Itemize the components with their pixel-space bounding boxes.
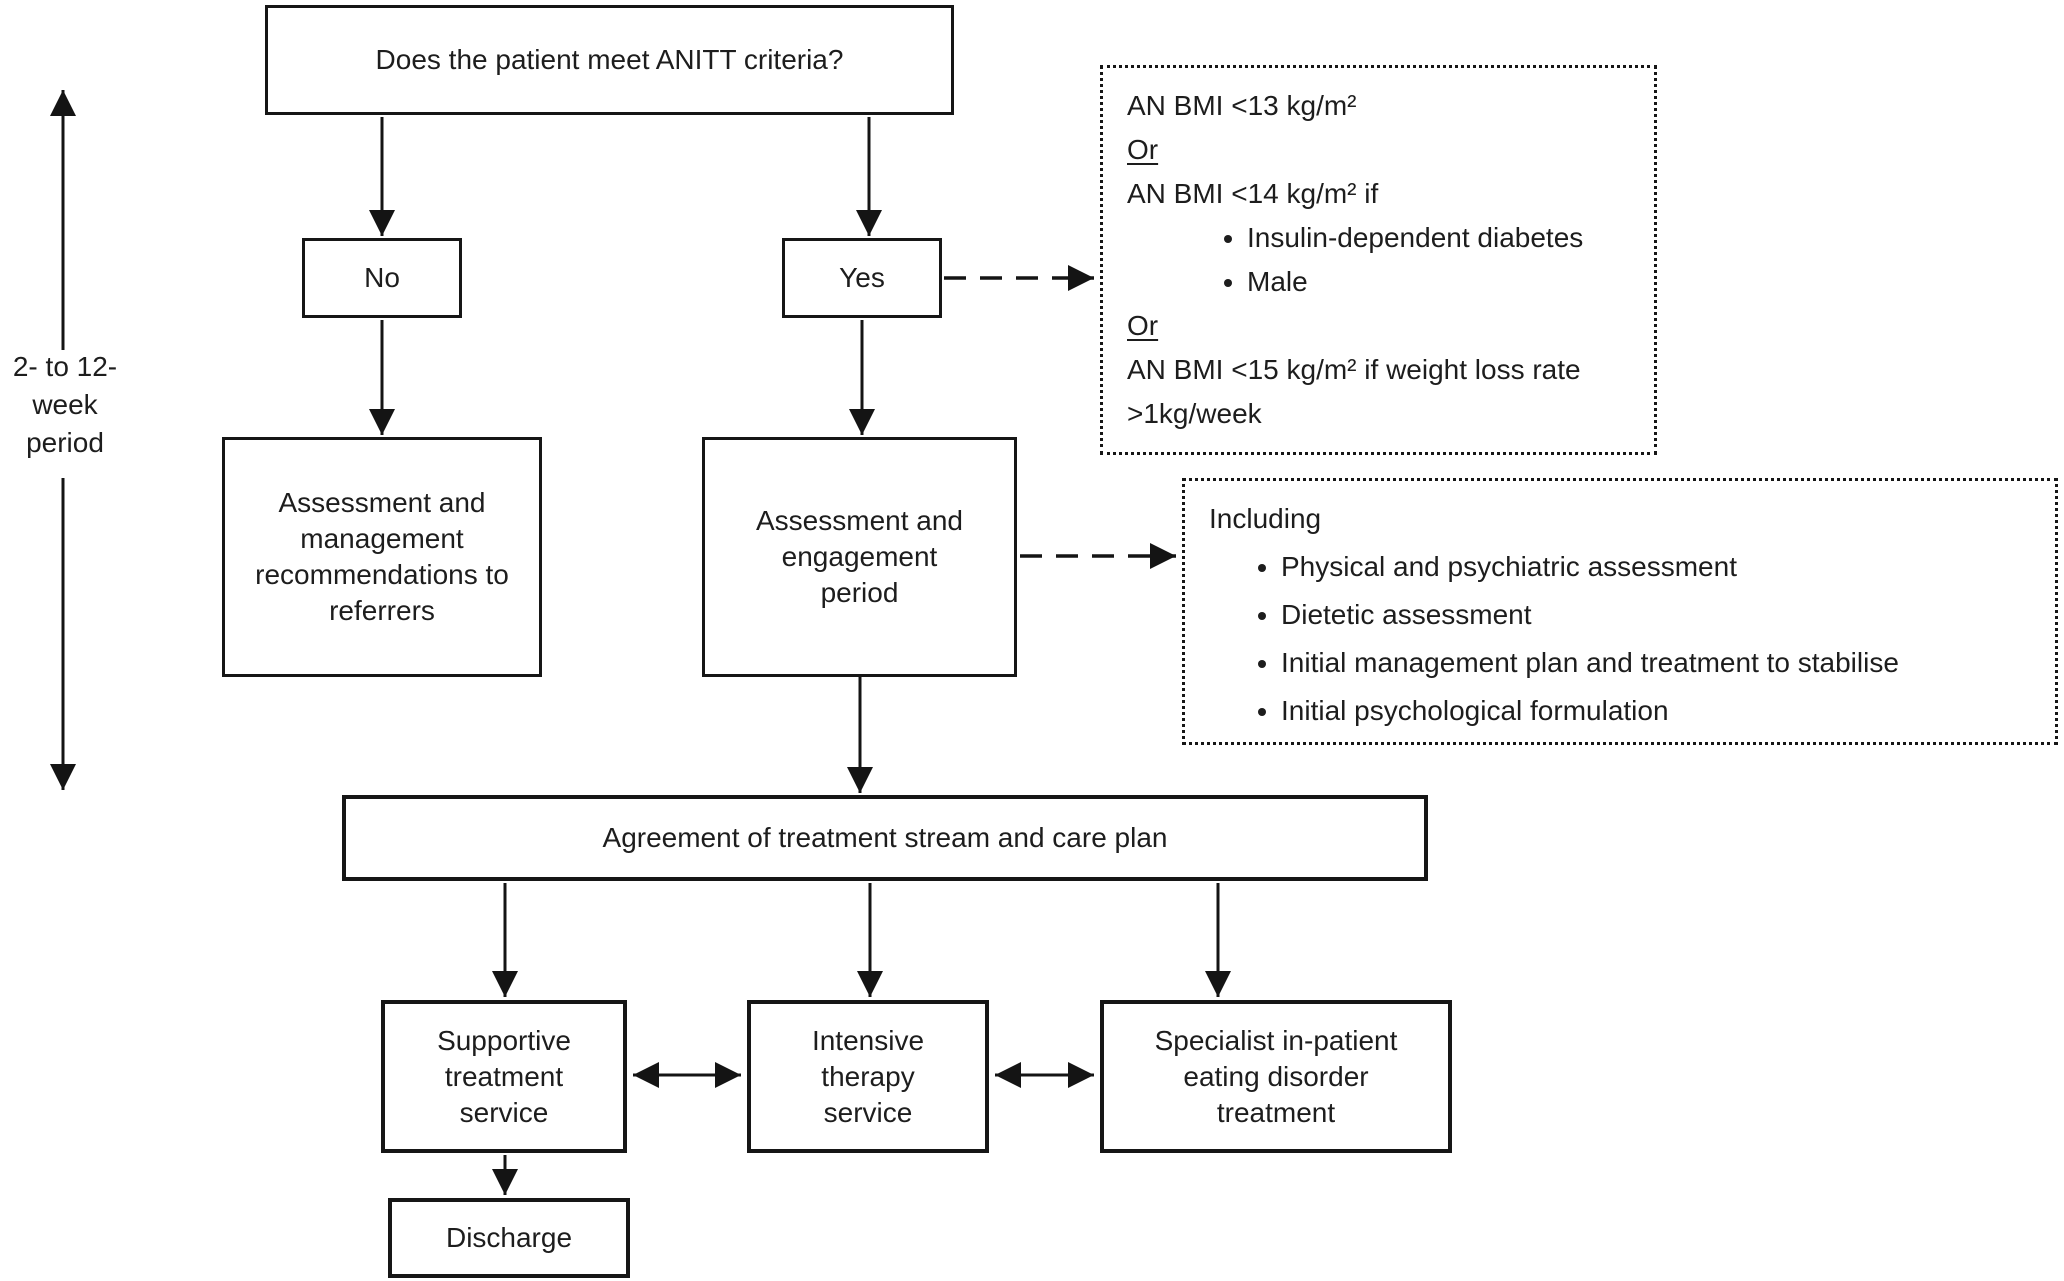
node-agreement-label: Agreement of treatment stream and care p… <box>602 822 1168 853</box>
node-no: No <box>302 238 462 318</box>
criteria-line: AN BMI <13 kg/m² <box>1127 90 1357 121</box>
node-no-label: No <box>364 262 400 293</box>
period-label-line: 2- to 12- <box>12 351 118 382</box>
node-yes-label: Yes <box>839 262 885 293</box>
node-intensive: Intensive therapy service <box>747 1000 989 1153</box>
period-label-line: week <box>32 389 98 420</box>
including-bullet: Initial psychological formulation <box>1281 687 2035 735</box>
period-label: 2- to 12- week period <box>0 348 130 462</box>
node-specialist-label: Specialist in-patient eating disorder tr… <box>1154 1024 1398 1128</box>
including-title: Including <box>1209 503 1322 534</box>
including-bullet: Initial management plan and treatment to… <box>1281 639 2035 687</box>
including-annotation-box: Including Physical and psychiatric asses… <box>1182 478 2058 745</box>
node-intensive-label: Intensive therapy service <box>811 1024 925 1128</box>
criteria-annotation-box: AN BMI <13 kg/m² Or AN BMI <14 kg/m² if … <box>1100 65 1657 455</box>
criteria-bullet: Insulin-dependent diabetes <box>1247 216 1604 260</box>
including-bullet-list: Physical and psychiatric assessment Diet… <box>1209 543 2035 735</box>
criteria-or: Or <box>1127 134 1159 165</box>
node-supportive: Supportive treatment service <box>381 1000 627 1153</box>
node-engagement: Assessment and engagement period <box>702 437 1017 677</box>
criteria-bullet-list: Insulin-dependent diabetes Male <box>1127 216 1604 304</box>
criteria-line: AN BMI <15 kg/m² if weight loss rate >1k… <box>1127 354 1581 429</box>
including-bullet: Dietetic assessment <box>1281 591 2035 639</box>
criteria-bullet: Male <box>1247 260 1604 304</box>
node-specialist: Specialist in-patient eating disorder tr… <box>1100 1000 1452 1153</box>
criteria-or: Or <box>1127 310 1159 341</box>
including-bullet: Physical and psychiatric assessment <box>1281 543 2035 591</box>
period-label-line: period <box>26 427 104 458</box>
node-discharge: Discharge <box>388 1198 630 1278</box>
node-discharge-label: Discharge <box>445 1222 573 1253</box>
node-referrers: Assessment and management recommendation… <box>222 437 542 677</box>
node-agreement: Agreement of treatment stream and care p… <box>342 795 1428 881</box>
node-referrers-label: Assessment and management recommendation… <box>255 487 509 626</box>
node-question-label: Does the patient meet ANITT criteria? <box>375 44 844 75</box>
node-supportive-label: Supportive treatment service <box>437 1024 571 1128</box>
node-yes: Yes <box>782 238 942 318</box>
node-engagement-label: Assessment and engagement period <box>756 505 963 608</box>
node-question: Does the patient meet ANITT criteria? <box>265 5 954 115</box>
criteria-line: AN BMI <14 kg/m² if <box>1127 178 1379 209</box>
